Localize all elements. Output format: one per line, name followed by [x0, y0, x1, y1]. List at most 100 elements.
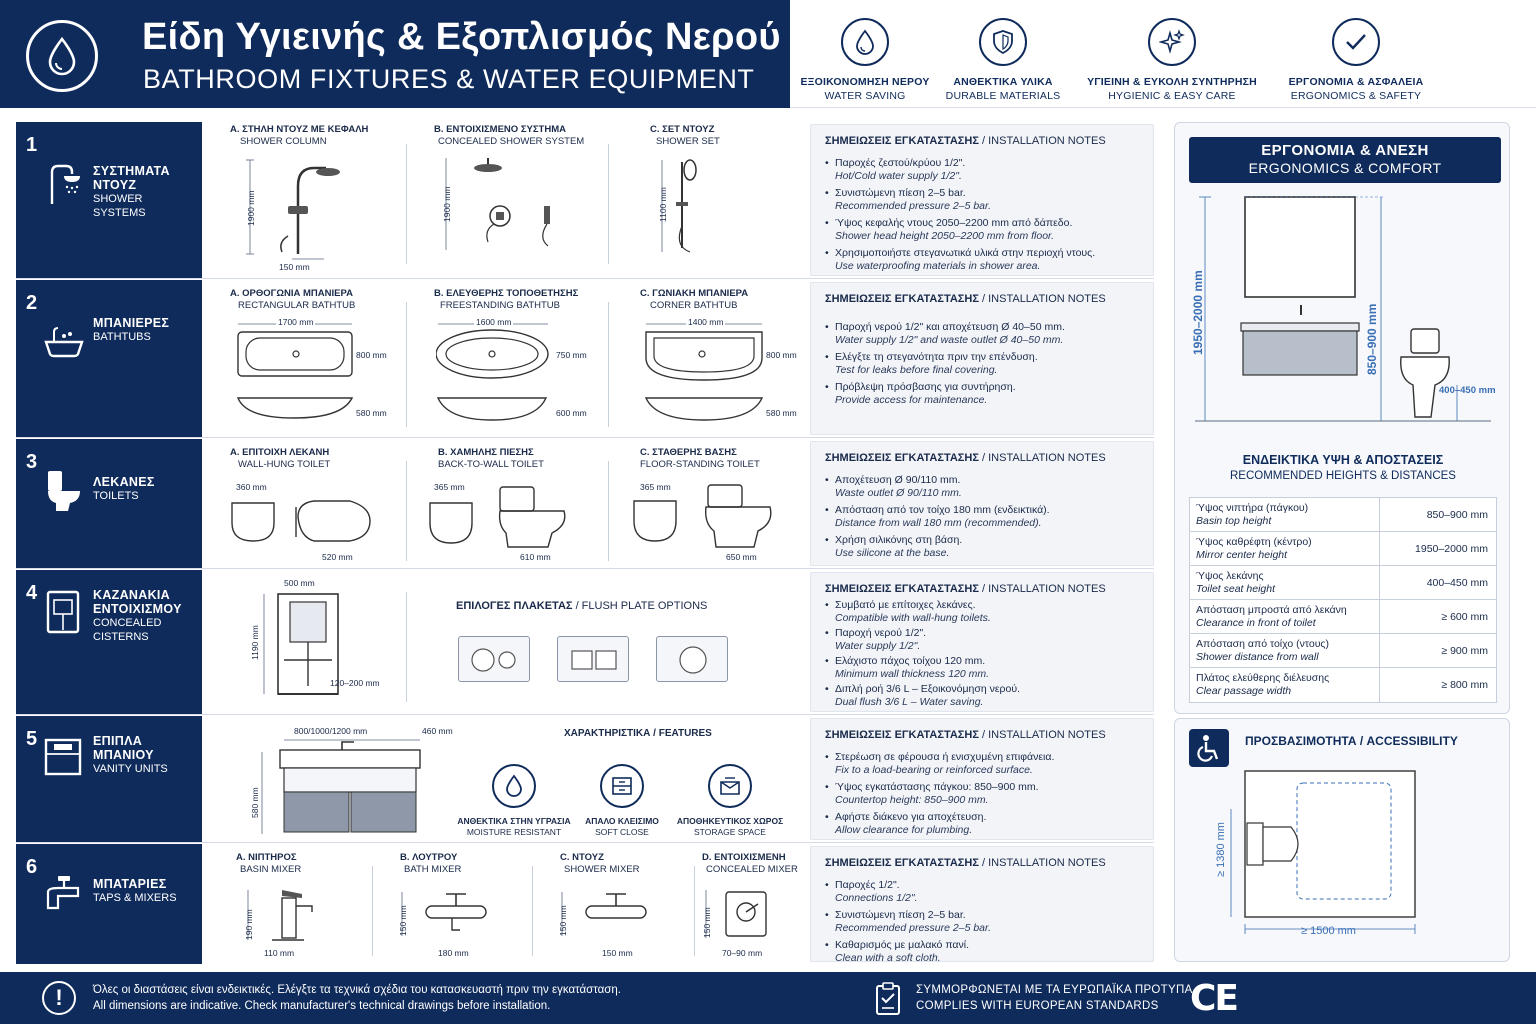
section-title: ΛΕΚΑΝΕΣ [93, 475, 155, 489]
note-item: Στερέωση σε φέρουσα ή ενισχυμένη επιφάνε… [825, 751, 1139, 777]
dimension-label: 850–900 mm [1365, 303, 1379, 375]
note-item: Συνιστώμενη πίεση 2–5 bar.Recommended pr… [825, 909, 1139, 935]
dimension-label: 1190 mm [250, 625, 260, 660]
section-number: 3 [26, 451, 38, 473]
dimension-label: 180 mm [438, 948, 469, 958]
section-label: 6 ΜΠΑΤΑΡΙΕΣ TAPS & MIXERS [16, 844, 202, 964]
section-vanity-units: 5 ΕΠΙΠΛΑ ΜΠΑΝΙΟΥ VANITY UNITS 800/1000/1… [16, 716, 1154, 843]
feature-label-en: SOFT CLOSE [595, 827, 649, 837]
footer-note: Όλες οι διαστάσεις είναι ενδεικτικές. Ελ… [93, 984, 621, 996]
wall-hung-toilet-drawing [231, 500, 371, 542]
section-title: ΣΥΣΤΗΜΑΤΑ [93, 164, 170, 178]
section-title: ΜΠΑΤΑΡΙΕΣ [93, 877, 167, 891]
section-drawings: A. ΟΡΘΟΓΩΝΙΑ ΜΠΑΝΙΕΡΑ RECTANGULAR BATHTU… [202, 280, 808, 437]
feature-label: ΕΡΓΟΝΟΜΙΑ & ΑΣΦΑΛΕΙΑ [1288, 76, 1424, 88]
ce-mark: CE [1190, 978, 1239, 1019]
feature-moisture-resistant: ΑΝΘΕΚΤΙΚΑ ΣΤΗΝ ΥΓΡΑΣΙΑ MOISTURE RESISTAN… [454, 764, 574, 837]
feature-label: ΑΠΟΘΗΚΕΥΤΙΚΟΣ ΧΩΡΟΣ [676, 816, 784, 826]
notes-title: ΣΗΜΕΙΩΣΕΙΣ ΕΓΚΑΤΑΣΤΑΣΗΣ / INSTALLATION N… [825, 857, 1106, 869]
section-number: 6 [26, 856, 38, 878]
panel-title: ΕΡΓΟΝΟΜΙΑ & ΑΝΕΣΗ [1261, 142, 1429, 159]
section-toilets: 3 ΛΕΚΑΝΕΣ TOILETS A. ΕΠΙΤΟΙΧΗ ΛΕΚΑΝΗ WAL… [16, 439, 1154, 569]
section-title-en: CISTERNS [93, 631, 149, 643]
item-subtitle: WALL-HUNG TOILET [238, 459, 331, 470]
accessibility-panel: ΠΡΟΣΒΑΣΙΜΟΤΗΤΑ / ACCESSIBILITY ≥ 1380 mm… [1174, 718, 1510, 962]
feature-label-en: MOISTURE RESISTANT [466, 827, 562, 837]
note-item: Χρήση σιλικόνης στη βάση.Use silicone at… [825, 534, 1139, 560]
dimension-label: 750 mm [556, 350, 587, 360]
item-title: A. ΝΙΠΤΗΡΟΣ [236, 852, 297, 863]
feature-label: ΑΝΘΕΚΤΙΚΑ ΣΤΗΝ ΥΓΡΑΣΙΑ [457, 816, 571, 826]
dimension-label: 1100 mm [658, 187, 668, 222]
installation-notes: ΣΗΜΕΙΩΣΕΙΣ ΕΓΚΑΤΑΣΤΑΣΗΣ / INSTALLATION N… [810, 846, 1154, 964]
dimension-label: 400–450 mm [1439, 385, 1496, 396]
item-subtitle: FLOOR-STANDING TOILET [640, 459, 760, 470]
note-item: Χρησιμοποιήστε στεγανωτικά υλικά στην πε… [825, 247, 1139, 273]
heights-title-en: RECOMMENDED HEIGHTS & DISTANCES [1230, 470, 1456, 482]
section-number: 4 [26, 582, 38, 604]
water-drop-icon [841, 18, 889, 66]
note-item: Παροχές ζεστού/κρύου 1/2".Hot/Cold water… [825, 157, 1139, 183]
section-title-en: TOILETS [93, 490, 139, 502]
item-basin-mixer: A. ΝΙΠΤΗΡΟΣ BASIN MIXER [236, 852, 301, 875]
shower-set-drawing [661, 159, 697, 253]
item-subtitle: CONCEALED SHOWER SYSTEM [438, 136, 585, 147]
vanity-icon [44, 736, 84, 780]
note-item: Παροχές 1/2".Connections 1/2". [825, 879, 1139, 905]
section-title-en: TAPS & MIXERS [93, 892, 177, 904]
flush-plate-title: ΕΠΙΛΟΓΕΣ ΠΛΑΚΕΤΑΣ / FLUSH PLATE OPTIONS [456, 600, 708, 612]
dimension-label: ≥ 1380 mm [1215, 822, 1227, 877]
note-item: Πρόβλεψη πρόσβασης για συντήρηση.Provide… [825, 381, 1139, 407]
document-check-icon [876, 982, 900, 1015]
section-number: 5 [26, 728, 38, 750]
feature-label-en: STORAGE SPACE [694, 827, 766, 837]
floor-standing-toilet-drawing [633, 484, 772, 548]
dimension-label: 120–200 mm [330, 678, 380, 688]
sparkle-icon [1148, 18, 1196, 66]
dimension-label: 70–90 mm [722, 948, 763, 958]
dimension-label: 1900 mm [442, 186, 452, 222]
dimension-label: 800 mm [766, 350, 797, 360]
divider [532, 866, 533, 956]
feature-water-saving: ΕΞΟΙΚΟΝΟΜΗΣΗ ΝΕΡΟΥ WATER SAVING [770, 18, 960, 102]
section-drawings: A. ΝΙΠΤΗΡΟΣ BASIN MIXER 190 mm 110 mm B.… [202, 844, 808, 964]
vanity-unit-drawing [261, 739, 421, 834]
note-item: Ελάχιστο πάχος τοίχου 120 mm.Minimum wal… [825, 655, 1139, 681]
storage-icon [708, 764, 752, 808]
dimension-label: 150 mm [702, 907, 712, 938]
dimension-label: 1400 mm [686, 317, 726, 327]
accessibility-title: ΠΡΟΣΒΑΣΙΜΟΤΗΤΑ / ACCESSIBILITY [1245, 734, 1458, 748]
section-title: ΝΤΟΥΖ [93, 178, 137, 192]
item-subtitle: BASIN MIXER [240, 864, 302, 875]
feature-label: ΕΞΟΙΚΟΝΟΜΗΣΗ ΝΕΡΟΥ [800, 76, 930, 88]
concealed-shower-drawing [445, 158, 550, 250]
dimension-label: 360 mm [236, 482, 267, 492]
footer-note-en: All dimensions are indicative. Check man… [93, 1000, 551, 1012]
item-title: B. ΕΛΕΥΘΕΡΗΣ ΤΟΠΟΘΕΤΗΣΗΣ [434, 288, 579, 299]
dimension-label: 500 mm [284, 578, 315, 588]
item-subtitle: CONCEALED MIXER [706, 864, 798, 875]
item-shower-mixer: C. ΝΤΟΥΖ SHOWER MIXER [560, 852, 639, 875]
section-title: ΕΝΤΟΙΧΙΣΜΟΥ [93, 602, 182, 616]
standards-label: ΣΥΜΜΟΡΦΩΝΕΤΑΙ ΜΕ ΤΑ ΕΥΡΩΠΑΪΚΑ ΠΡΟΤΥΠΑ [916, 984, 1193, 996]
item-subtitle: SHOWER COLUMN [240, 136, 327, 147]
check-icon [1332, 18, 1380, 66]
item-title: B. ΛΟΥΤΡΟΥ [400, 852, 458, 863]
table-row: Απόσταση από τοίχο (ντους)Shower distanc… [1190, 634, 1496, 668]
item-concealed-shower: B. ΕΝΤΟΙΧΙΣΜΕΝΟ ΣΥΣΤΗΜΑ CONCEALED SHOWER… [434, 124, 584, 147]
divider [608, 461, 609, 561]
item-bath-mixer: B. ΛΟΥΤΡΟΥ BATH MIXER [400, 852, 461, 875]
table-row: Ύψος καθρέφτη (κέντρο)Mirror center heig… [1190, 532, 1496, 566]
dimension-label: 800/1000/1200 mm [294, 726, 368, 736]
item-rectangular-bathtub: A. ΟΡΘΟΓΩΝΙΑ ΜΠΑΝΙΕΡΑ RECTANGULAR BATHTU… [230, 288, 355, 311]
section-drawings: 800/1000/1200 mm 460 mm 580 mm ΧΑΡΑΚΤΗΡΙ… [202, 716, 808, 842]
divider [406, 302, 407, 427]
note-item: Ύψος εγκατάστασης πάγκου: 850–900 mm.Cou… [825, 781, 1139, 807]
note-item: Αφήστε διάκενο για αποχέτευση.Allow clea… [825, 811, 1139, 837]
page-subtitle: BATHROOM FIXTURES & WATER EQUIPMENT [143, 64, 755, 94]
dimension-label: 1600 mm [474, 317, 514, 327]
